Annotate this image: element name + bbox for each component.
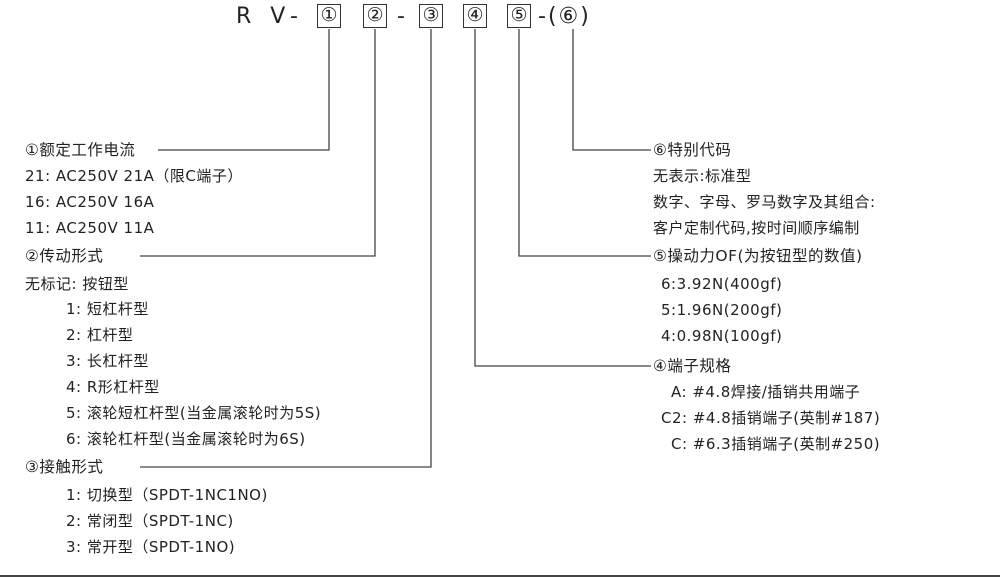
rated-current-item: 11: AC250V 11A: [25, 219, 155, 237]
actuator-item: 6: 滚轮杠杆型(当金属滚轮时为6S): [66, 430, 306, 448]
contact-item: 2: 常闭型（SPDT-1NC): [66, 512, 234, 530]
bottom-divider: [0, 575, 1000, 577]
code-prefix: R V-: [236, 4, 304, 29]
connector-line-5: [518, 29, 651, 257]
code-slot-2: ②: [363, 4, 387, 28]
code-suffix: -(⑥): [538, 4, 591, 29]
code-slot-5: ⑤: [507, 4, 531, 28]
code-slot-3: ③: [419, 4, 443, 28]
actuator-item: 3: 长杠杆型: [66, 352, 149, 370]
rated-current-item: 16: AC250V 16A: [25, 193, 155, 211]
rated-current-heading: ①额定工作电流: [25, 141, 136, 159]
actuator-item: 4: R形杠杆型: [66, 378, 160, 396]
contact-item: 3: 常开型（SPDT-1NO): [66, 538, 236, 556]
actuator-item: 2: 杠杆型: [66, 326, 134, 344]
connector-line-6: [572, 29, 651, 151]
connector-line-4: [474, 29, 651, 367]
contact-item: 1: 切换型（SPDT-1NC1NO): [66, 486, 268, 504]
operating-force-heading: ⑤操动力OF(为按钮型的数值): [653, 247, 863, 265]
contact-heading: ③接触形式: [25, 458, 104, 476]
terminal-item: A: #4.8焊接/插销共用端子: [671, 383, 861, 401]
connector-line-3: [140, 29, 432, 468]
code-slot-4: ④: [463, 4, 487, 28]
actuator-heading: ②传动形式: [25, 247, 104, 265]
special-code-item: 无表示:标准型: [653, 167, 752, 185]
special-code-heading: ⑥特别代码: [653, 141, 732, 159]
connector-line-2: [140, 29, 376, 257]
terminal-item: C2: #4.8插销端子(英制#187): [661, 409, 881, 427]
operating-force-item: 4:0.98N(100gf): [661, 327, 783, 345]
code-dash: -: [397, 4, 411, 29]
code-slot-1: ①: [317, 4, 341, 28]
operating-force-item: 6:3.92N(400gf): [661, 275, 783, 293]
actuator-item: 无标记: 按钮型: [25, 275, 129, 293]
terminal-heading: ④端子规格: [653, 357, 732, 375]
special-code-item: 客户定制代码,按时间顺序编制: [653, 219, 860, 237]
actuator-item: 5: 滚轮短杠杆型(当金属滚轮时为5S): [66, 404, 322, 422]
actuator-item: 1: 短杠杆型: [66, 300, 149, 318]
operating-force-item: 5:1.96N(200gf): [661, 301, 783, 319]
rated-current-item: 21: AC250V 21A（限C端子）: [25, 167, 243, 185]
connector-line-1: [158, 29, 330, 151]
terminal-item: C: #6.3插销端子(英制#250): [671, 435, 881, 453]
special-code-item: 数字、字母、罗马数字及其组合:: [653, 193, 876, 211]
